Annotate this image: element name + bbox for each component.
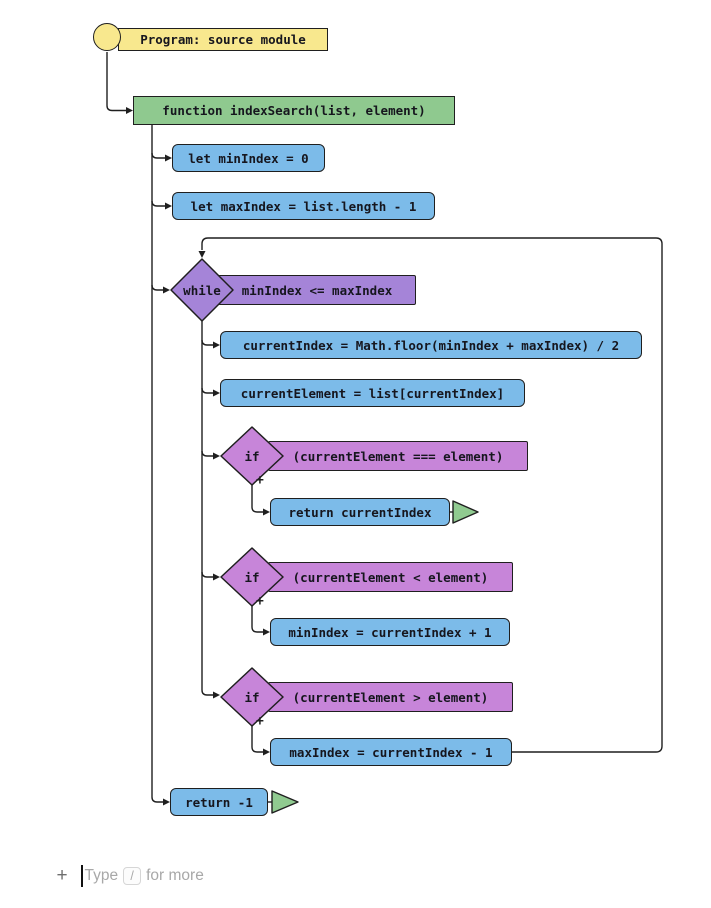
connector-to-current-element (201, 387, 220, 397)
connector-loop-back (198, 237, 663, 753)
statement-box-current-index[interactable]: currentIndex = Math.floor(minIndex + max… (220, 331, 642, 359)
editor-placeholder-before[interactable]: Type (84, 867, 119, 884)
connector-to-let-max (151, 200, 172, 210)
function-declaration-box[interactable]: function indexSearch(list, element) (133, 96, 455, 125)
program-label-box[interactable]: Program: source module (118, 28, 328, 51)
statement-box-max-assign[interactable]: maxIndex = currentIndex - 1 (270, 738, 512, 766)
connector-function-spine (151, 125, 170, 806)
statement-box-min-assign[interactable]: minIndex = currentIndex + 1 (270, 618, 510, 646)
editor-placeholder-after[interactable]: for more (146, 867, 204, 884)
connector-if-greater-true (251, 726, 270, 756)
connector-to-if-equal (201, 450, 220, 460)
statement-box-current-element[interactable]: currentElement = list[currentIndex] (220, 379, 525, 407)
return-minus-one-box[interactable]: return -1 (170, 788, 268, 816)
return-exit-icon (268, 790, 299, 814)
connector-while-body-spine (201, 321, 220, 699)
connector-to-if-less (201, 571, 220, 581)
connector-to-current-index (201, 339, 220, 349)
if-equal-condition-box[interactable]: (currentElement === element) (268, 441, 528, 471)
connector-if-equal-true (251, 485, 270, 516)
true-branch-plus-label: + (256, 473, 264, 488)
connector-to-let-min (151, 152, 172, 162)
program-start-node[interactable] (93, 23, 121, 51)
slash-key-hint: / (123, 867, 142, 885)
statement-box-let-minindex[interactable]: let minIndex = 0 (172, 144, 325, 172)
if-less-condition-box[interactable]: (currentElement < element) (268, 562, 513, 592)
connector-to-while (151, 284, 170, 294)
true-branch-plus-label: + (256, 594, 264, 609)
if-greater-condition-box[interactable]: (currentElement > element) (268, 682, 513, 712)
connector-if-less-true (251, 606, 270, 636)
return-exit-icon (450, 500, 479, 524)
while-condition-box[interactable]: minIndex <= maxIndex (218, 275, 416, 305)
connector-program-to-function (106, 52, 133, 114)
editor-new-block-row: + Type / for more (50, 863, 204, 889)
statement-box-let-maxindex[interactable]: let maxIndex = list.length - 1 (172, 192, 435, 220)
text-caret (81, 865, 83, 887)
block-insert-plus-button[interactable]: + (56, 865, 68, 886)
return-current-index-box[interactable]: return currentIndex (270, 498, 450, 526)
true-branch-plus-label: + (256, 714, 264, 729)
